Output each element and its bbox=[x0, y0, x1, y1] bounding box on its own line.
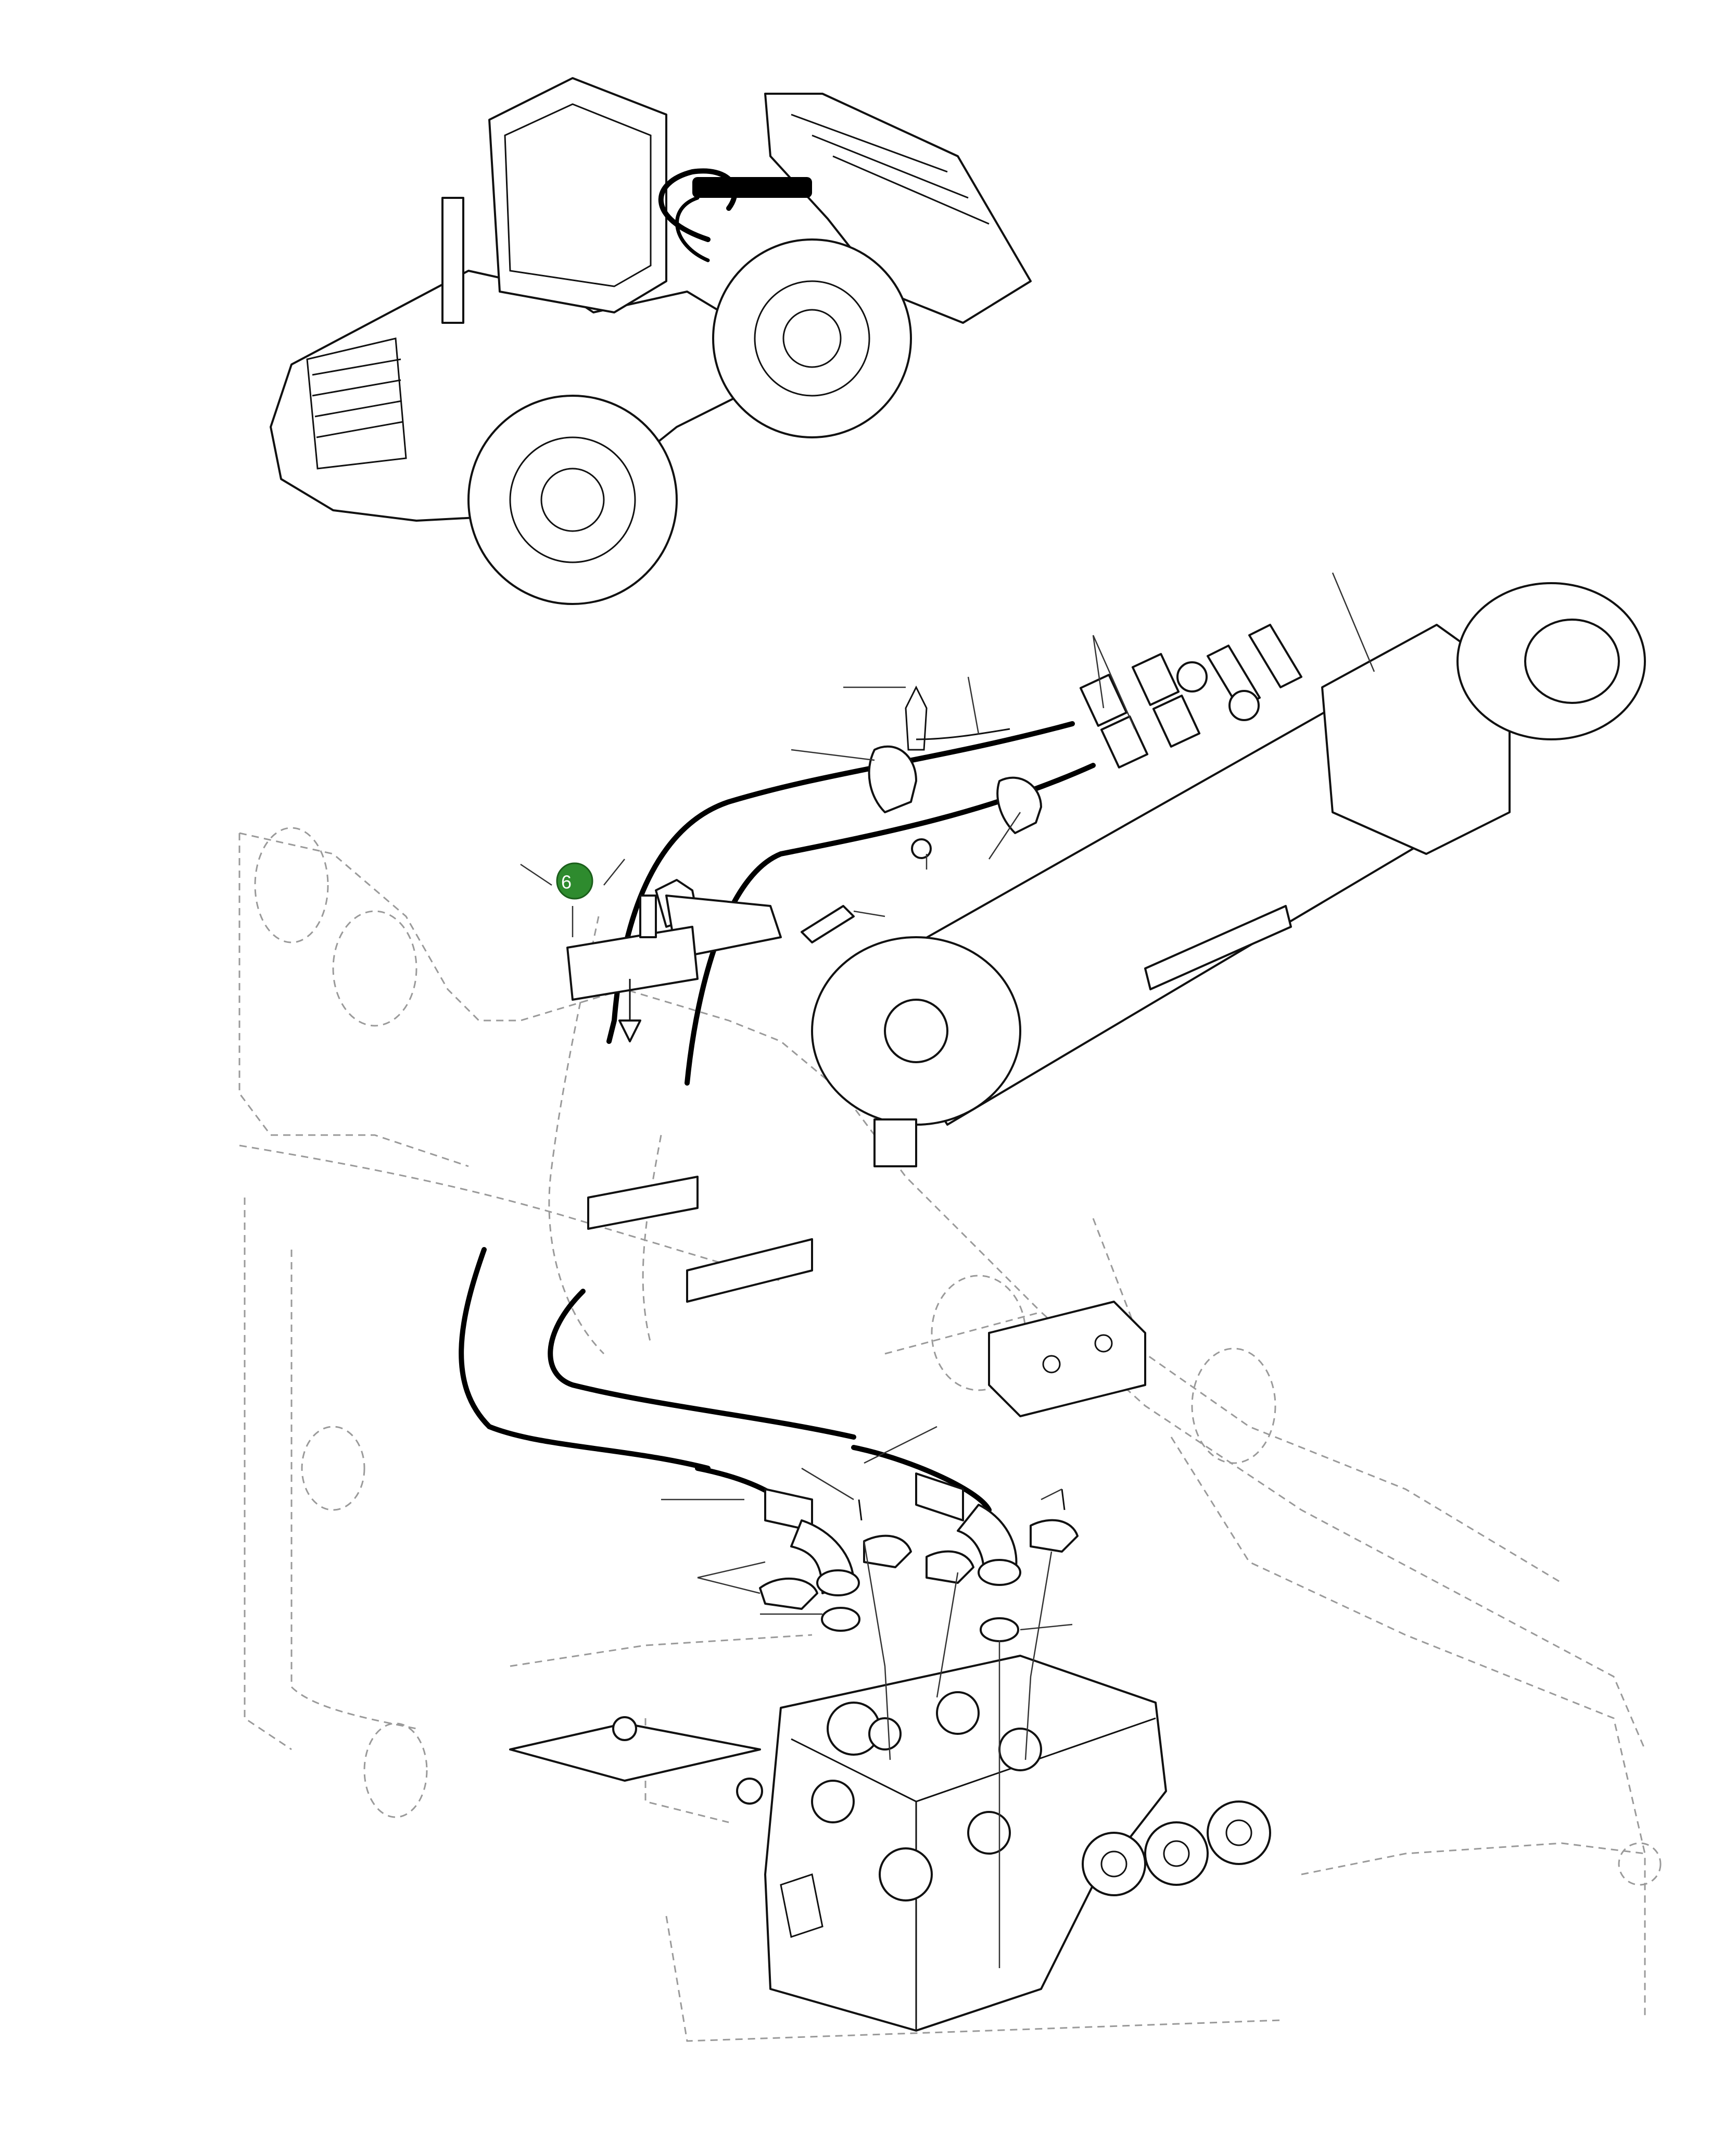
hydraulic-hoses bbox=[459, 653, 1201, 1596]
callout-6-badge[interactable] bbox=[556, 862, 593, 900]
leader-lines bbox=[520, 572, 1375, 1968]
callout-6-label: 6 bbox=[561, 872, 572, 893]
loader-frame-hidden bbox=[238, 827, 1662, 2042]
hardware bbox=[566, 685, 1079, 1642]
wheel-loader-overview bbox=[270, 77, 1032, 605]
callout-6[interactable]: 6 bbox=[556, 862, 593, 900]
lift-cylinder bbox=[811, 582, 1646, 1167]
control-valve bbox=[509, 1655, 1271, 2032]
direction-arrow bbox=[618, 979, 641, 1042]
